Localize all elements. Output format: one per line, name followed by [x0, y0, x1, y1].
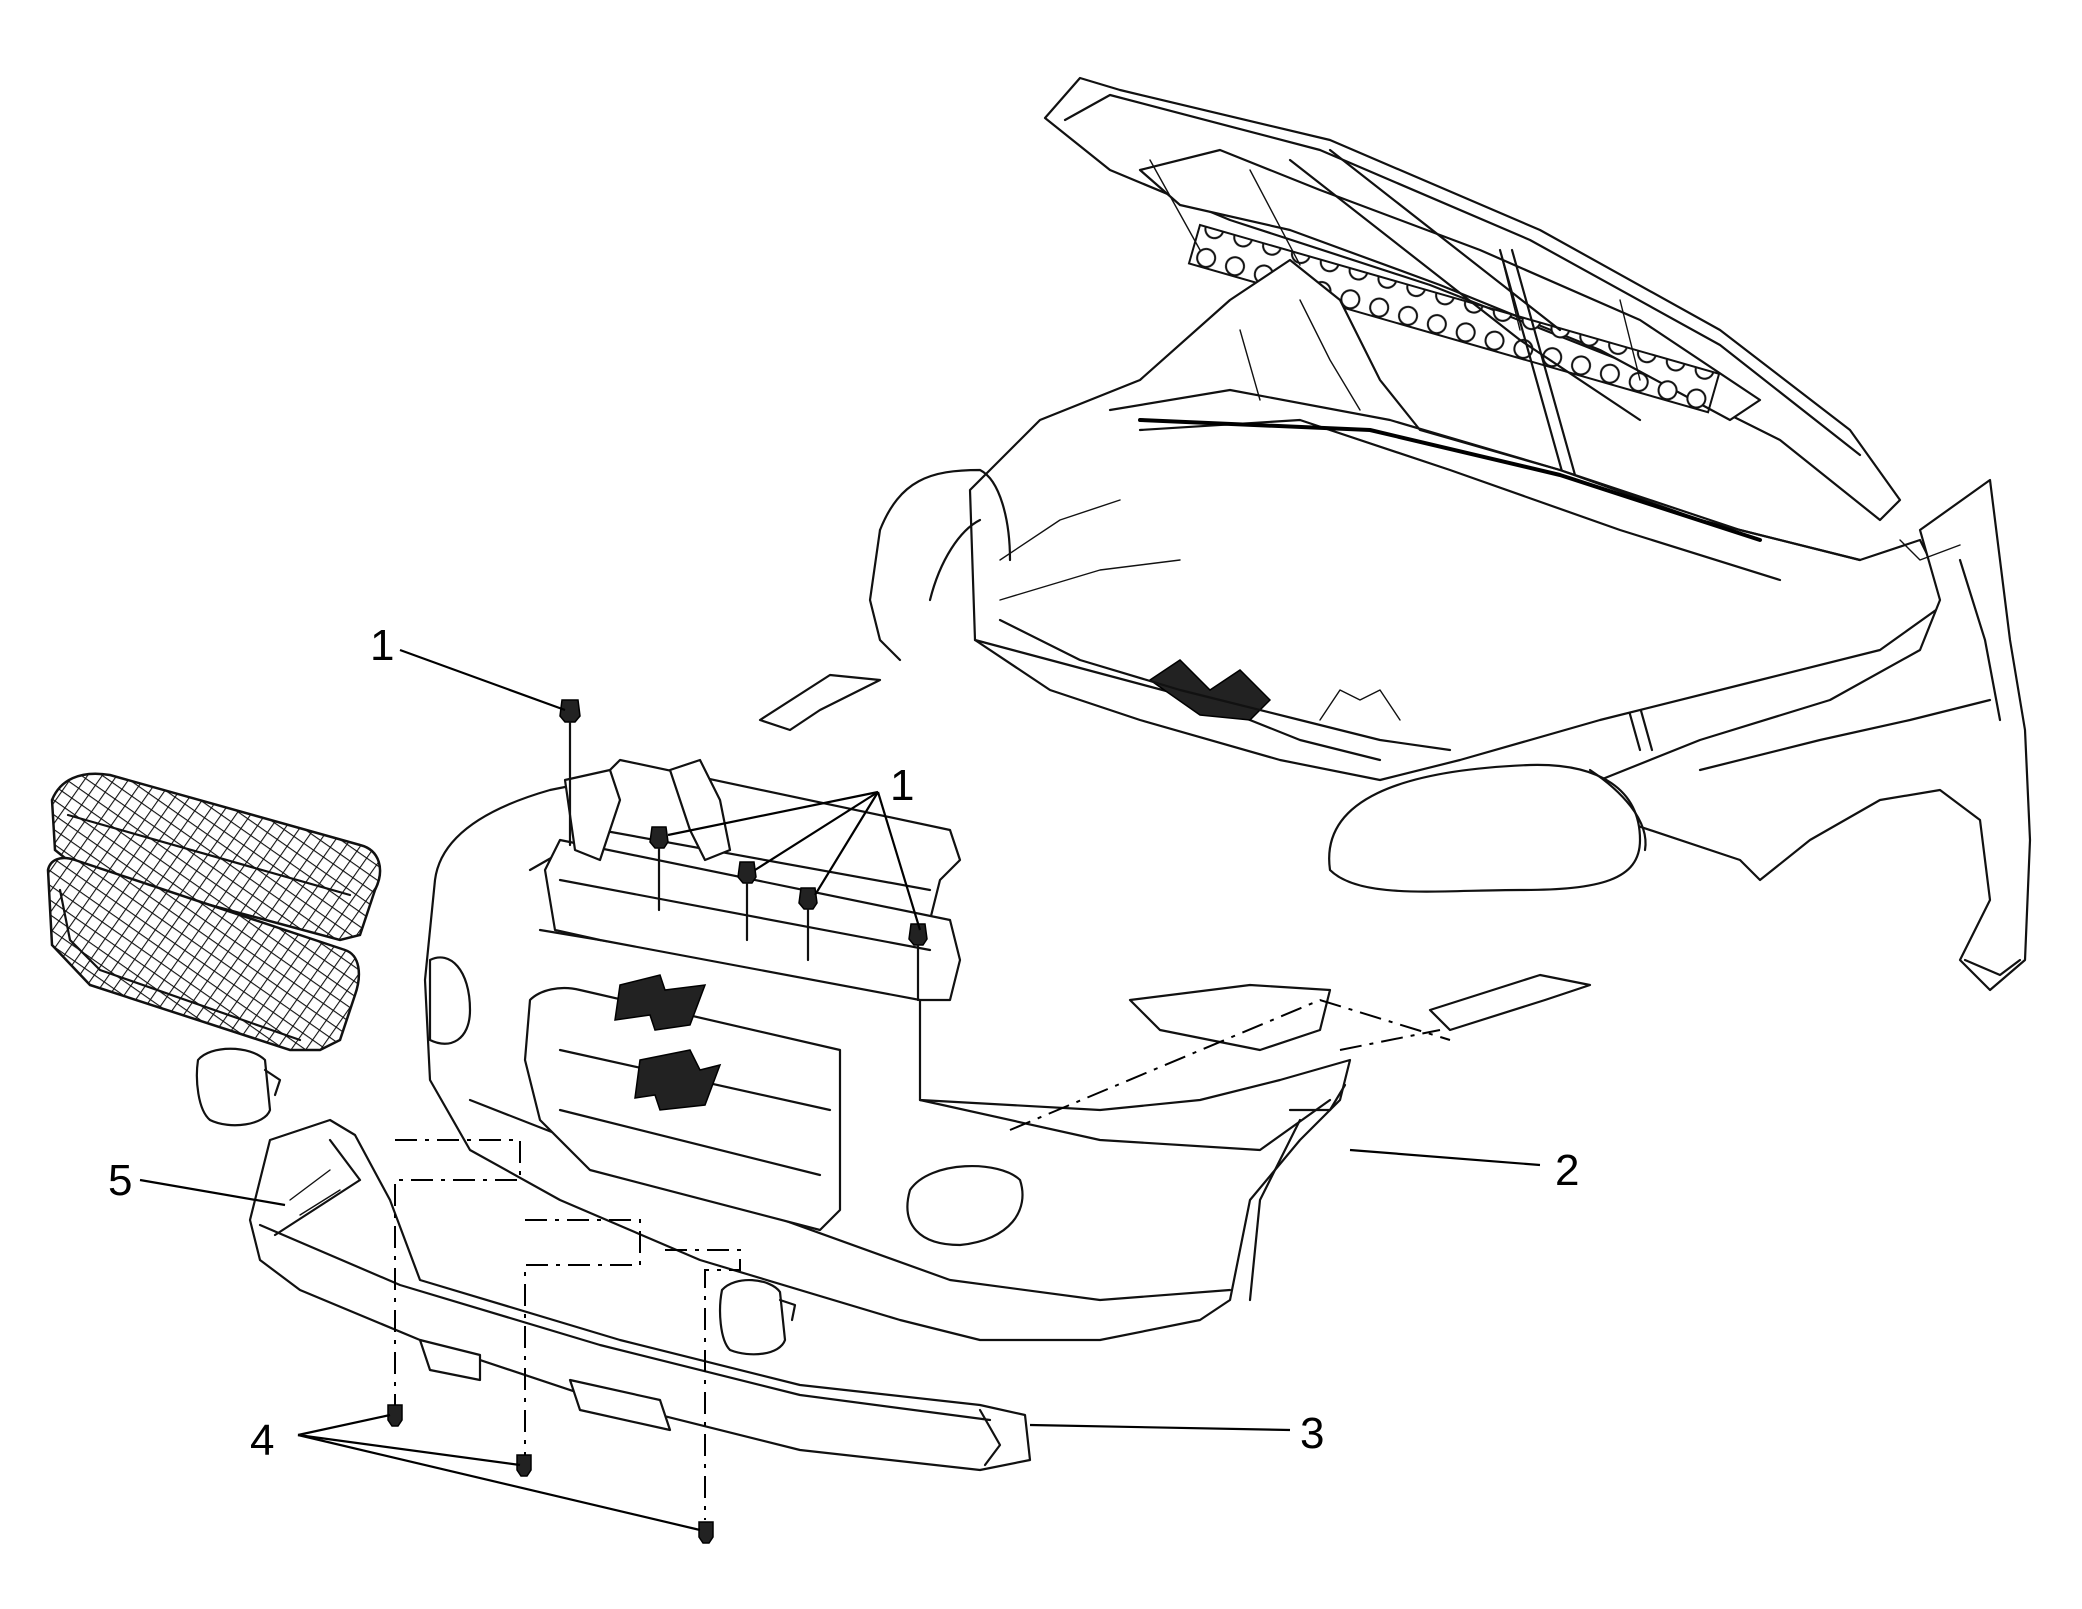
callout-5: 5 — [108, 1156, 132, 1205]
lower-grille — [46, 856, 361, 1052]
fastener-upper-3 — [798, 887, 818, 962]
fog-lamp-left — [195, 1047, 282, 1127]
callout-3: 3 — [1300, 1409, 1324, 1458]
callout-1-top: 1 — [370, 621, 394, 670]
callout-4: 4 — [250, 1416, 274, 1465]
right-fender — [1598, 478, 2032, 992]
upper-grille — [50, 772, 382, 942]
fastener-lower-1 — [387, 1404, 403, 1427]
fastener-lower-2 — [516, 1454, 532, 1477]
fog-lamp-right — [718, 1278, 797, 1356]
lower-valance — [248, 1118, 1032, 1472]
callout-1-right: 1 — [890, 761, 914, 810]
fastener-upper-1 — [649, 826, 669, 912]
engine-bay — [868, 258, 1952, 782]
center-bracket — [563, 673, 1592, 1052]
headlamp — [1328, 763, 1647, 893]
fastener-upper-2 — [737, 861, 757, 942]
fastener-lower-3 — [698, 1521, 714, 1544]
alignment-lines — [394, 998, 1451, 1520]
fastener-top — [559, 699, 581, 847]
front-bumper-cover — [423, 758, 1352, 1342]
callout-labels: 1 1 2 3 4 5 — [108, 621, 1579, 1465]
fastener-upper-4 — [908, 923, 928, 1002]
leader-lines — [139, 648, 1541, 1532]
callout-2: 2 — [1555, 1146, 1579, 1195]
